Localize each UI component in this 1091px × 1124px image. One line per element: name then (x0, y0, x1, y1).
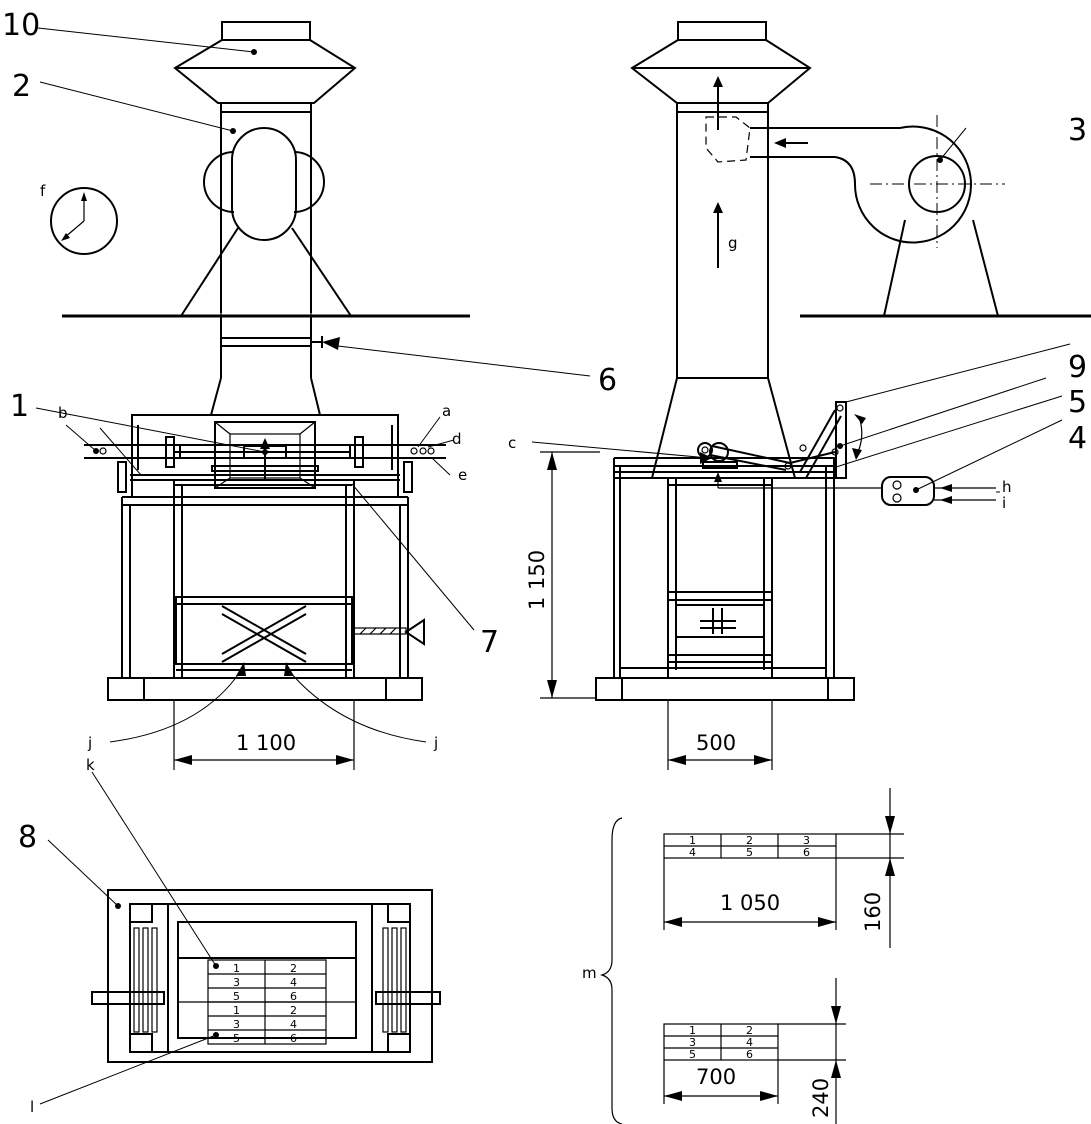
label-h: h (1002, 478, 1012, 496)
plan-cell: 4 (290, 976, 297, 989)
plan-cell: 5 (233, 990, 240, 1003)
label-l: l (30, 1098, 34, 1116)
plan-cell: 5 (233, 1032, 240, 1045)
side-view (540, 21, 1091, 770)
layout-b-cells: 1 2 3 4 5 6 (689, 1024, 753, 1061)
callout-4: 4 (1068, 421, 1087, 456)
dim-height-side: 1 150 (525, 550, 549, 610)
dim-layout-a-width: 1 050 (720, 891, 780, 915)
plan-cell: 1 (233, 962, 240, 975)
plan-cell: 4 (290, 1018, 297, 1031)
label-f: f (40, 182, 46, 200)
callout-2: 2 (12, 69, 31, 104)
layout-b-cell: 2 (746, 1024, 753, 1037)
labels: 10 2 3 6 1 9 5 4 7 8 f g a b d c e h i j… (2, 8, 1087, 1118)
layout-b-cell: 1 (689, 1024, 696, 1037)
layout-a-cell: 4 (689, 846, 696, 859)
callout-8: 8 (18, 820, 37, 855)
layout-a-cell: 6 (803, 846, 810, 859)
label-j-right: j (433, 734, 438, 752)
front-view (62, 21, 470, 770)
label-k: k (86, 756, 95, 774)
plan-cell: 1 (233, 1004, 240, 1017)
layout-tables (599, 788, 904, 1124)
label-c: c (508, 434, 516, 452)
layout-b-cell: 6 (746, 1048, 753, 1061)
label-e: e (458, 466, 467, 484)
callout-5: 5 (1068, 385, 1087, 420)
label-m: m (582, 964, 597, 982)
layout-b-cell: 4 (746, 1036, 753, 1049)
layout-a-cell: 1 (689, 834, 696, 847)
axis-symbol (50, 187, 118, 255)
layout-a-cell: 3 (803, 834, 810, 847)
layout-b-cell: 5 (689, 1048, 696, 1061)
label-j-left: j (87, 734, 92, 752)
plan-cells: 1 2 3 4 5 6 1 2 3 4 5 6 (233, 962, 297, 1045)
plan-cell: 6 (290, 1032, 297, 1045)
label-g: g (728, 234, 738, 252)
plan-cell: 3 (233, 976, 240, 989)
callout-7: 7 (480, 625, 499, 660)
callout-9: 9 (1068, 350, 1087, 385)
dim-width-front: 1 100 (236, 731, 296, 755)
leader-lines (35, 27, 1071, 1105)
label-d: d (452, 430, 462, 448)
callout-1: 1 (10, 389, 29, 424)
layout-a-cells: 1 2 3 4 5 6 (689, 834, 810, 859)
label-a: a (442, 402, 451, 420)
layout-a-cell: 2 (746, 834, 753, 847)
label-i: i (1002, 494, 1006, 512)
layout-a-cell: 5 (746, 846, 753, 859)
layout-b-cell: 3 (689, 1036, 696, 1049)
callout-6: 6 (598, 363, 617, 398)
plan-view (91, 889, 441, 1063)
plan-cell: 3 (233, 1018, 240, 1031)
dim-width-side: 500 (696, 731, 736, 755)
plan-cell: 6 (290, 990, 297, 1003)
dim-layout-a-height: 160 (861, 892, 885, 932)
dim-layout-b-height: 240 (809, 1078, 833, 1118)
callout-10: 10 (2, 8, 40, 43)
label-b: b (58, 404, 68, 422)
plan-cell: 2 (290, 1004, 297, 1017)
callout-3: 3 (1068, 113, 1087, 148)
dim-layout-b-width: 700 (696, 1065, 736, 1089)
plan-cell: 2 (290, 962, 297, 975)
